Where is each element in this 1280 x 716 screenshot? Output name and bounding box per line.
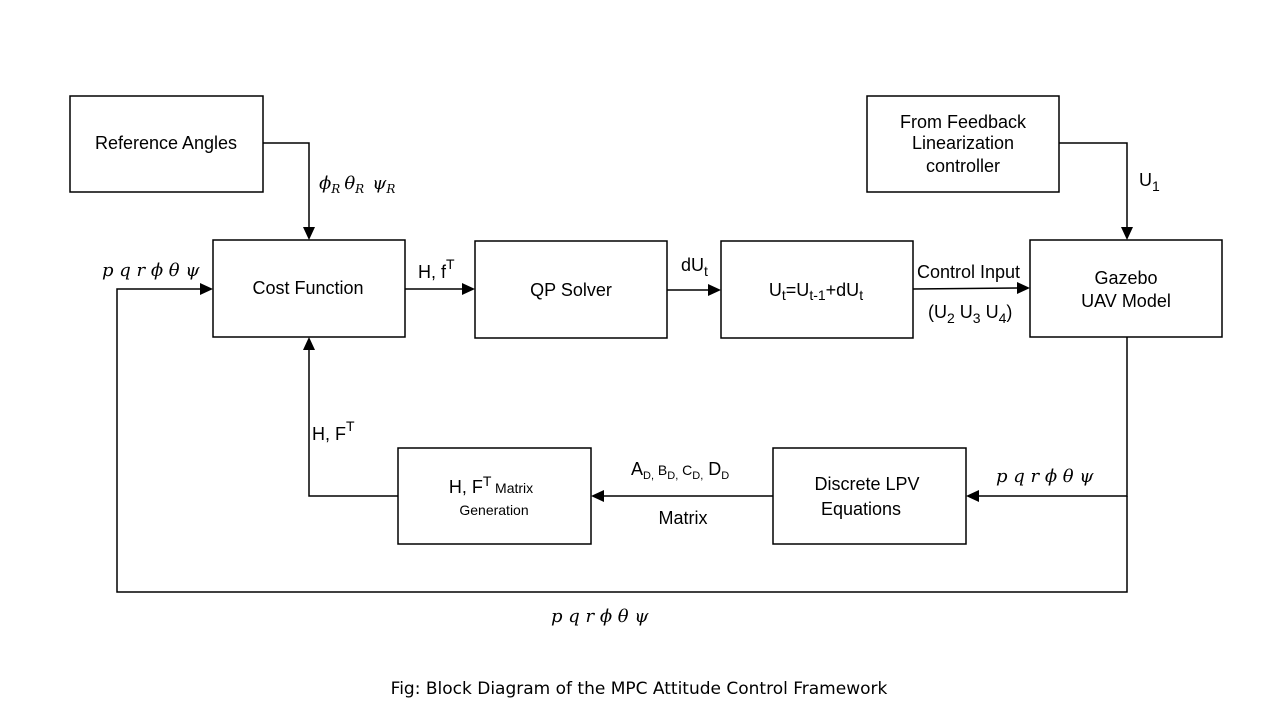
gazebo-label-line1: Gazebo [1094,268,1157,288]
matrix-generation-block: H, FT Matrix Generation [397,447,592,545]
control-update-block: Ut=Ut-1+dUt [720,240,914,339]
feedback-block-line1: From Feedback [900,112,1027,132]
matrix-label: Matrix [659,508,708,528]
hf-signal-top: H, fT [418,256,455,282]
lpv-to-matrix-arrow [591,490,773,502]
u1-signal: U1 [1139,170,1160,194]
cost-function-block: Cost Function [212,239,406,338]
qp-to-update-arrow [667,284,721,296]
lpv-label-line1: Discrete LPV [814,474,919,494]
lpv-label-line2: Equations [821,499,901,519]
qp-solver-label: QP Solver [530,280,612,300]
states-signal-right: p q r ϕ θ ψ [996,466,1094,487]
reference-angles-block: Reference Angles [69,95,264,193]
control-input-label: Control Input [917,262,1020,282]
figure-caption: Fig: Block Diagram of the MPC Attitude C… [391,679,888,699]
feedback-to-gazebo-arrow [1059,142,1133,240]
matrix-to-cost-arrow [303,337,398,497]
matrix-generation-line1: H, FT Matrix [449,473,533,497]
states-signal-bottom: p q r ϕ θ ψ [551,606,649,627]
states-signal-top: p q r ϕ θ ψ [102,260,200,281]
feedback-linearization-block: From Feedback Linearization controller [866,95,1060,193]
hf-signal-left: H, FT [312,418,355,444]
reference-angles-label: Reference Angles [95,133,237,153]
control-update-label: Ut=Ut-1+dUt [769,280,863,303]
du-signal: dUt [681,255,708,279]
discrete-lpv-block: Discrete LPV Equations [772,447,967,545]
qp-solver-block: QP Solver [474,240,668,339]
gazebo-uav-model-block: Gazebo UAV Model [1029,239,1223,338]
gazebo-label-line2: UAV Model [1081,291,1171,311]
feedback-block-line2: Linearization [912,133,1014,153]
cost-function-label: Cost Function [252,278,363,298]
matrix-generation-line2: Generation [459,502,528,518]
reference-to-cost-arrow [263,142,315,240]
update-to-gazebo-arrow [912,282,1030,294]
feedback-block-line3: controller [926,156,1000,176]
u234-signal: (U2 U3 U4) [928,302,1012,326]
state-matrices-signal: AD, BD, CD, DD [631,459,729,482]
state-feedback-loop-arrow [116,283,1128,593]
cost-to-qp-arrow [405,283,475,295]
